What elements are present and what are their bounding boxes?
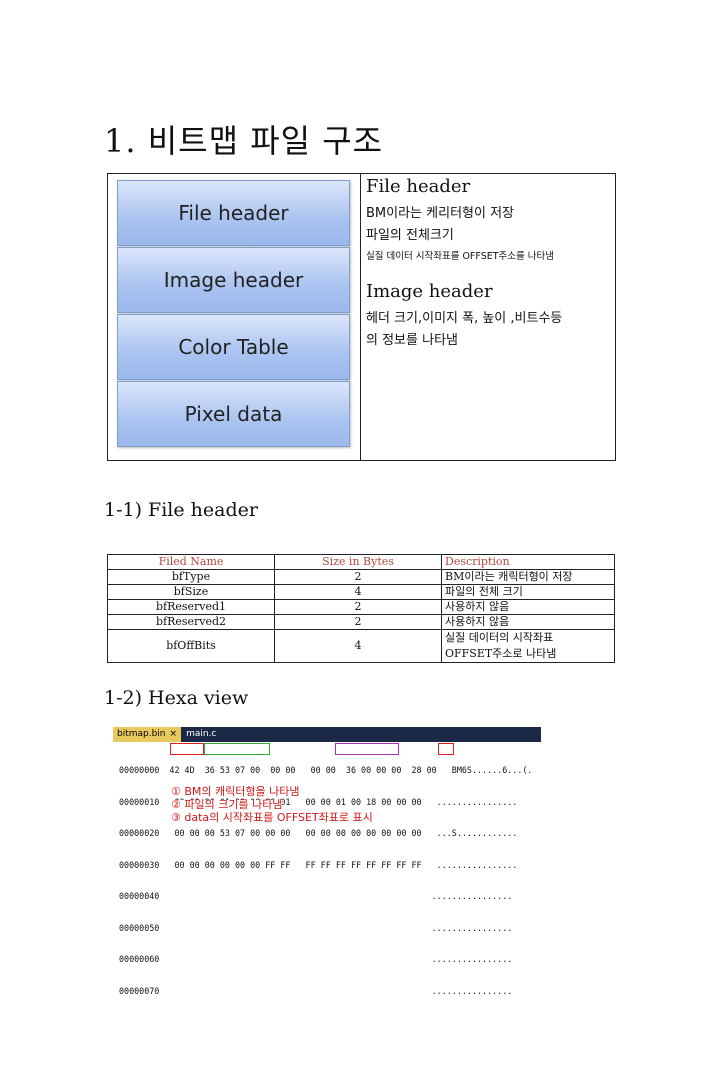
structure-box: File header Image header Color Table Pix…	[107, 173, 616, 461]
page-title: 1. 비트맵 파일 구조	[104, 122, 384, 160]
annotation-1: ① BM의 캐릭터형을 나타냄	[171, 785, 300, 798]
field-desc-line: 실질 데이터의 시작좌표	[445, 631, 554, 644]
field-size: 2	[274, 599, 442, 615]
highlight-bm-ascii	[438, 743, 454, 755]
highlight-bm	[170, 743, 204, 755]
hex-line: 00000020 00 00 00 53 07 00 00 00 00 00 0…	[119, 828, 518, 838]
col-header: Description	[441, 554, 615, 570]
field-name: bfReserved1	[107, 599, 275, 615]
tab-label: bitmap.bin	[117, 729, 166, 739]
field-desc: 사용하지 않음	[441, 599, 615, 615]
field-name: bfOffBits	[107, 629, 275, 663]
image-header-line: 헤더 크기,이미지 폭, 높이 ,비트수등	[366, 311, 563, 326]
file-header-line: BM이라는 케리터형이 저장	[366, 206, 514, 221]
hex-rows: 00000000 42 4D 36 53 07 00 00 00 00 00 3…	[113, 742, 541, 1091]
field-size: 2	[274, 569, 442, 585]
table-row: bfReserved2 2 사용하지 않음	[107, 614, 615, 630]
table-header-row: Filed Name Size in Bytes Description	[107, 554, 615, 570]
field-desc: 파일의 전체 크기	[441, 584, 615, 600]
image-header-line: 의 정보를 나타냄	[366, 333, 458, 348]
col-header: Size in Bytes	[274, 554, 442, 570]
field-name: bfReserved2	[107, 614, 275, 630]
close-icon[interactable]: ×	[169, 729, 178, 739]
hex-tab-bar: bitmap.bin× main.c	[113, 727, 541, 742]
block-image-header: Image header	[117, 247, 350, 313]
table-row: bfSize 4 파일의 전체 크기	[107, 584, 615, 600]
hex-line: 00000000 42 4D 36 53 07 00 00 00 00 00 3…	[119, 765, 533, 775]
table-row: bfOffBits 4 실질 데이터의 시작좌표 OFFSET주소로 나타냄	[107, 629, 615, 663]
box-divider	[360, 174, 361, 460]
hex-line: 00000060 ................	[119, 954, 513, 964]
image-header-title: Image header	[366, 281, 493, 302]
field-desc: BM이라는 캐릭터형이 저장	[441, 569, 615, 585]
file-header-line: 파일의 전체크기	[366, 228, 454, 243]
hex-line: 00000030 00 00 00 00 00 00 FF FF FF FF F…	[119, 859, 518, 870]
file-header-title: File header	[366, 176, 471, 197]
table-row: bfReserved1 2 사용하지 않음	[107, 599, 615, 615]
field-name: bfType	[107, 569, 275, 585]
annotation-2: ② 파일의 크기를 나타냄	[171, 798, 283, 811]
hex-line: 00000040 ................	[119, 891, 513, 901]
col-header: Filed Name	[107, 554, 275, 570]
section-hexa-view: 1-2) Hexa view	[104, 687, 249, 709]
field-desc-line: OFFSET주소로 나타냄	[445, 647, 557, 660]
table-row: bfType 2 BM이라는 캐릭터형이 저장	[107, 569, 615, 585]
block-stack: File header Image header Color Table Pix…	[117, 180, 350, 448]
file-header-small: 실질 데이터 시작좌표를 OFFSET주소를 나타냄	[366, 251, 554, 262]
field-desc: 실질 데이터의 시작좌표 OFFSET주소로 나타냄	[441, 629, 615, 663]
tab-main-c[interactable]: main.c	[186, 729, 217, 739]
hex-line: 00000050 ................	[119, 922, 513, 933]
tab-bitmap-bin[interactable]: bitmap.bin×	[113, 727, 182, 742]
field-name: bfSize	[107, 584, 275, 600]
structure-description: File header BM이라는 케리터형이 저장 파일의 전체크기 실질 데…	[366, 174, 611, 352]
field-size: 2	[274, 614, 442, 630]
field-desc: 사용하지 않음	[441, 614, 615, 630]
field-size: 4	[274, 629, 442, 663]
hex-viewer: bitmap.bin× main.c 00000000 42 4D 36 53 …	[113, 727, 541, 996]
hex-line: 00000070 ................	[119, 985, 513, 996]
file-header-table: Filed Name Size in Bytes Description bfT…	[107, 554, 615, 663]
highlight-offset	[335, 743, 399, 755]
highlight-size	[204, 743, 270, 755]
field-size: 4	[274, 584, 442, 600]
block-file-header: File header	[117, 180, 350, 246]
section-file-header: 1-1) File header	[104, 499, 258, 521]
annotation-3: ③ data의 시작좌표를 OFFSET좌표로 표시	[171, 811, 373, 824]
block-pixel-data: Pixel data	[117, 381, 350, 447]
block-color-table: Color Table	[117, 314, 350, 380]
